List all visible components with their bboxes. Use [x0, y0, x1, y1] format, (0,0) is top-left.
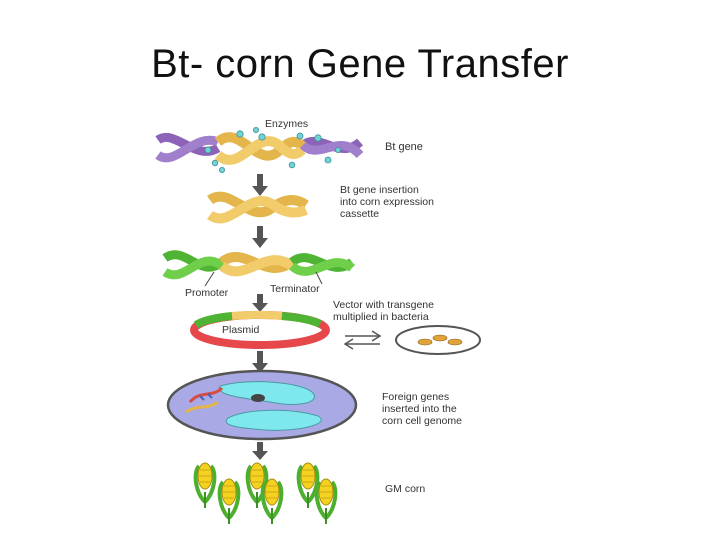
- step-arrow: [252, 442, 268, 460]
- enzymes-label: Enzymes: [265, 118, 308, 130]
- terminator-label: Terminator: [270, 283, 320, 295]
- foreign-genes-label-line1: Foreign genes: [382, 391, 449, 403]
- step-arrow: [252, 294, 268, 312]
- bt-gene-isolated-dna: [207, 191, 309, 224]
- plasmid: [190, 310, 330, 349]
- exchange-arrows: [343, 330, 382, 350]
- bacteria-culture: [395, 325, 481, 355]
- plasmid-label: Plasmid: [222, 324, 260, 336]
- bt-gene-dna: [155, 132, 364, 165]
- vector-label-line2: multiplied in bacteria: [333, 311, 429, 323]
- foreign-genes-label-line3: corn cell genome: [382, 415, 462, 427]
- enzyme-dots: [204, 127, 341, 173]
- vector-label-line1: Vector with transgene: [333, 299, 434, 311]
- bt-gene-label: Bt gene: [385, 141, 423, 153]
- expression-cassette-dna: [162, 250, 355, 280]
- gm-corn-plants: [193, 461, 338, 526]
- insertion-label-line1: Bt gene insertion: [340, 184, 419, 196]
- step-arrow: [252, 226, 268, 248]
- foreign-genes-label-line2: inserted into the: [382, 403, 457, 415]
- corn-cell: [166, 369, 358, 441]
- insertion-label-line3: cassette: [340, 208, 379, 220]
- step-arrow: [252, 174, 268, 196]
- gm-corn-label: GM corn: [385, 483, 425, 495]
- insertion-label-line2: into corn expression: [340, 196, 434, 208]
- label-pointers: [204, 271, 323, 287]
- promoter-label: Promoter: [185, 287, 229, 299]
- slide-title: Bt- corn Gene Transfer: [151, 42, 569, 86]
- step-arrow: [252, 351, 268, 373]
